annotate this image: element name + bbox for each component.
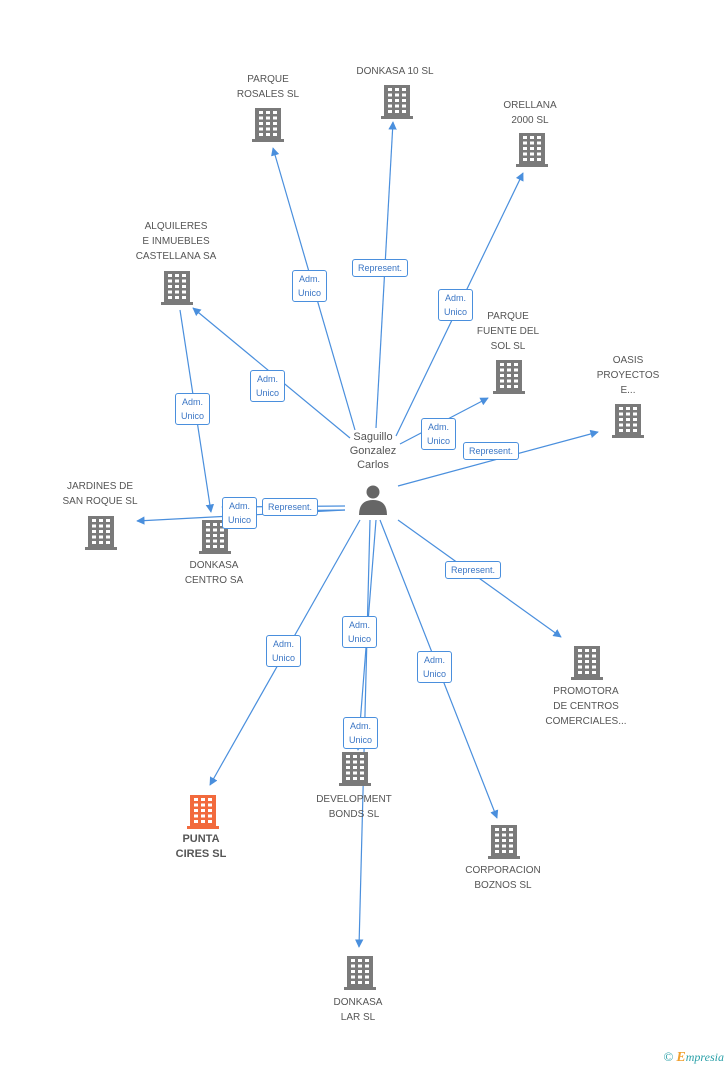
edge-label: Adm. Unico bbox=[222, 497, 258, 529]
nodes-layer bbox=[85, 85, 644, 990]
building-icon[interactable] bbox=[344, 956, 376, 990]
copyright-symbol: © bbox=[663, 1049, 674, 1064]
edge-label: Represent. bbox=[352, 259, 409, 277]
company-label[interactable]: PROMOTORA DE CENTROS COMERCIALES... bbox=[545, 686, 627, 727]
person-icon[interactable] bbox=[359, 485, 387, 516]
building-icon[interactable] bbox=[488, 825, 520, 859]
brand-name: mpresia bbox=[685, 1050, 724, 1064]
edge-label: Represent. bbox=[445, 561, 502, 579]
building-icon[interactable] bbox=[516, 133, 548, 167]
edge-label: Represent. bbox=[463, 442, 520, 460]
building-icon[interactable] bbox=[493, 360, 525, 394]
company-label[interactable]: OASIS PROYECTOS E... bbox=[596, 355, 660, 396]
building-icon[interactable] bbox=[187, 795, 219, 829]
edge-label: Adm. Unico bbox=[343, 717, 379, 749]
building-icon[interactable] bbox=[252, 108, 284, 142]
edge-label: Adm. Unico bbox=[342, 616, 378, 648]
brand-logo: ©Empresia bbox=[664, 1049, 724, 1066]
edge-label: Adm. Unico bbox=[250, 370, 286, 402]
edge-label: Adm. Unico bbox=[417, 651, 453, 683]
brand-initial: E bbox=[676, 1050, 686, 1065]
company-label[interactable]: DONKASA CENTRO SA bbox=[184, 560, 244, 586]
building-icon[interactable] bbox=[571, 646, 603, 680]
company-label[interactable]: CORPORACION BOZNOS SL bbox=[465, 865, 541, 891]
edge-label: Adm. Unico bbox=[266, 635, 302, 667]
center-person-label: Saguillo Gonzalez Carlos bbox=[349, 431, 397, 471]
edge-label: Adm. Unico bbox=[438, 289, 474, 321]
company-label[interactable]: DEVELOPMENT BONDS SL bbox=[316, 794, 392, 820]
company-label[interactable]: ORELLANA 2000 SL bbox=[503, 100, 557, 126]
company-label[interactable]: PARQUE ROSALES SL bbox=[236, 74, 300, 100]
edge-label: Adm. Unico bbox=[175, 393, 211, 425]
company-label[interactable]: JARDINES DE SAN ROQUE SL bbox=[62, 481, 138, 507]
company-label[interactable]: PARQUE FUENTE DEL SOL SL bbox=[476, 311, 540, 352]
company-label[interactable]: ALQUILERES E INMUEBLES CASTELLANA SA bbox=[135, 221, 217, 262]
edge-label: Adm. Unico bbox=[421, 418, 457, 450]
building-icon[interactable] bbox=[612, 404, 644, 438]
company-label[interactable]: PUNTA CIRES SL bbox=[175, 833, 227, 860]
edge-label: Represent. bbox=[262, 498, 319, 516]
building-icon[interactable] bbox=[161, 271, 193, 305]
building-icon[interactable] bbox=[85, 516, 117, 550]
company-label[interactable]: DONKASA 10 SL bbox=[356, 66, 434, 77]
building-icon[interactable] bbox=[381, 85, 413, 119]
building-icon[interactable] bbox=[339, 752, 371, 786]
edge-label: Adm. Unico bbox=[292, 270, 328, 302]
company-label[interactable]: DONKASA LAR SL bbox=[333, 997, 383, 1023]
